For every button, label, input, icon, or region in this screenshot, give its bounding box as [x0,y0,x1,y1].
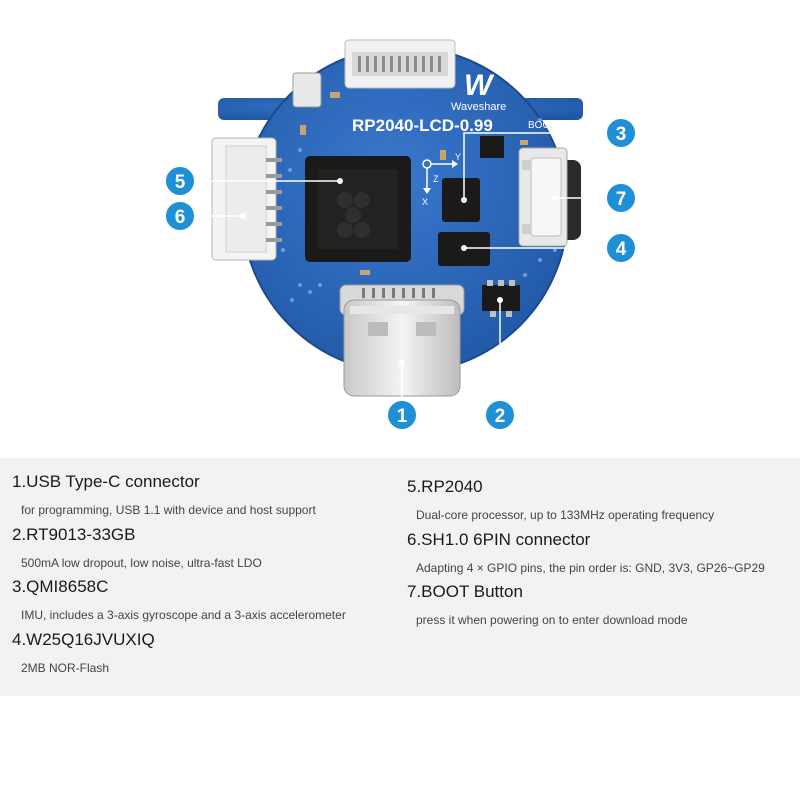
callout-dot-3 [461,197,467,203]
callout-7: 7 [605,182,637,214]
callout-number: 5 [175,172,186,193]
legend-item-w25q16: 4.W25Q16JVUXIQ 2MB NOR-Flash [12,630,402,683]
legend-item-rt9013: 2.RT9013-33GB 500mA low dropout, low noi… [12,525,402,578]
pcb-vias [281,88,557,302]
boot-silkscreen: BOOT [528,120,556,131]
callout-number: 3 [616,124,627,145]
legend-item-title: 4.W25Q16JVUXIQ [12,629,155,649]
sh1-6pin-connector [211,137,282,261]
callout-dot-7 [551,195,557,201]
callout-number: 4 [616,239,627,260]
svg-text:W: W [464,69,495,102]
callout-number: 7 [616,189,627,210]
usb-type-c-connector [339,284,465,397]
legend-item-description: 2MB NOR-Flash [21,660,110,675]
callout-2: 2 [484,399,516,431]
callout-dot-5 [337,178,343,184]
board-diagram: W ® Waveshare RP2040-LCD-0.99 BOOT Y Z X [164,39,637,431]
legend-item-description: Dual-core processor, up to 133MHz operat… [416,508,715,522]
imu-axis-indicator: Y Z X [422,152,461,207]
model-label: RP2040-LCD-0.99 [352,116,493,135]
callout-3: 3 [605,117,637,149]
callout-number: 2 [495,406,506,427]
legend-item-description: for programming, USB 1.1 with device and… [21,503,316,517]
rp2040-chip [305,156,411,262]
legend-item-title: 5.RP2040 [407,477,483,496]
callout-4: 4 [605,232,637,264]
legend-item-description: Adapting 4 × GPIO pins, the pin order is… [416,560,765,575]
legend-item-description: 500mA low dropout, low noise, ultra-fast… [21,555,262,570]
small-ic [480,136,504,158]
legend-item-boot-button: 7.BOOT Button press it when powering on … [407,582,797,635]
legend-item-description: IMU, includes a 3-axis gyroscope and a 3… [21,608,346,622]
callout-dot-1 [399,359,405,365]
callout-5: 5 [164,165,196,197]
callout-line-3 [463,132,605,200]
svg-text:Z: Z [433,174,439,184]
legend-item-usb-type-c: 1.USB Type-C connector for programming, … [12,472,402,525]
legend-item-rp2040: 5.RP2040 Dual-core processor, up to 133M… [407,477,797,530]
lcd-fpc-connector [344,39,456,89]
callout-1: 1 [386,399,418,431]
legend-item-title: 2.RT9013-33GB [12,524,136,544]
legend-column-right: 5.RP2040 Dual-core processor, up to 133M… [407,477,797,635]
legend-column-left: 1.USB Type-C connector for programming, … [12,472,402,682]
svg-text:X: X [422,197,428,207]
legend-item-qmi8658c: 3.QMI8658C IMU, includes a 3-axis gyrosc… [12,577,402,630]
legend-panel: 1.USB Type-C connector for programming, … [0,458,800,696]
legend-item-title: 6.SH1.0 6PIN connector [407,529,591,549]
crystal [292,72,322,108]
callout-number: 1 [397,406,408,427]
callout-dot-6 [240,213,246,219]
legend-item-title: 3.QMI8658C [12,577,109,596]
legend-item-title: 7.BOOT Button [407,582,523,601]
callout-dot-4 [461,245,467,251]
waveshare-logo: W ® Waveshare [451,62,508,113]
svg-text:Y: Y [455,152,461,162]
legend-item-sh1-connector: 6.SH1.0 6PIN connector Adapting 4 × GPIO… [407,530,797,583]
legend-item-description: press it when powering on to enter downl… [416,613,688,627]
callout-6: 6 [164,200,196,232]
callout-number: 6 [175,207,186,228]
svg-text:Waveshare: Waveshare [451,101,506,113]
callout-layer [195,132,605,398]
callout-dot-2 [497,297,503,303]
legend-item-title: 1.USB Type-C connector [12,472,200,491]
svg-text:®: ® [500,62,508,73]
boot-button [518,147,581,247]
